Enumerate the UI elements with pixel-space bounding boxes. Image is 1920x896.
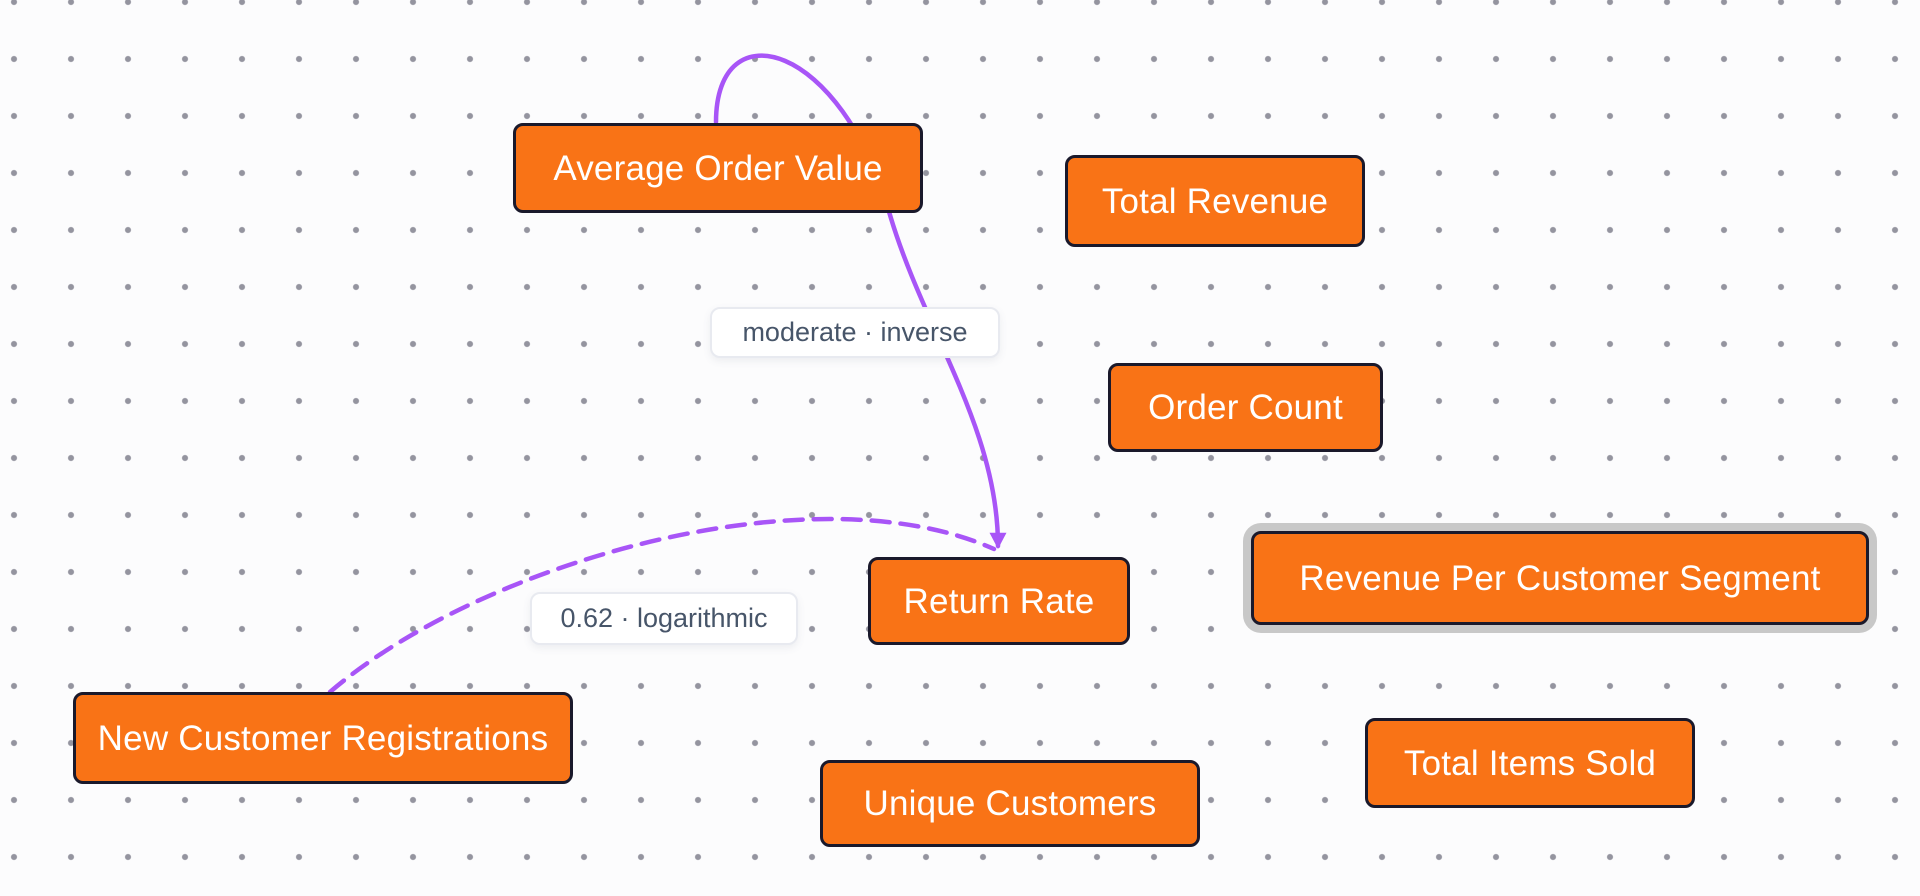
node-label: Total Items Sold bbox=[1403, 743, 1657, 783]
node-label: Unique Customers bbox=[863, 784, 1157, 823]
edge-aov-to-return-rate[interactable] bbox=[713, 53, 1007, 549]
node-label: Revenue Per Customer Segment bbox=[1299, 558, 1821, 598]
edge-ncr-to-return-rate[interactable] bbox=[327, 516, 997, 695]
node-total-revenue[interactable]: Total Revenue bbox=[1065, 155, 1365, 247]
node-new-customer-registrations[interactable]: New Customer Registrations bbox=[73, 692, 573, 784]
node-label: Average Order Value bbox=[553, 148, 883, 188]
node-revenue-per-customer-segment[interactable]: Revenue Per Customer Segment bbox=[1251, 531, 1869, 625]
node-unique-customers[interactable]: Unique Customers bbox=[820, 760, 1200, 847]
node-order-count[interactable]: Order Count bbox=[1108, 363, 1383, 452]
edge-label-ncr-to-return-rate[interactable]: 0.62 · logarithmic bbox=[530, 592, 798, 645]
edge-label-aov-to-return-rate[interactable]: moderate · inverse bbox=[710, 307, 1000, 358]
node-label: Total Revenue bbox=[1101, 181, 1329, 221]
node-label: Order Count bbox=[1148, 388, 1343, 427]
node-return-rate[interactable]: Return Rate bbox=[868, 557, 1130, 645]
node-total-items-sold[interactable]: Total Items Sold bbox=[1365, 718, 1695, 808]
node-label: Return Rate bbox=[903, 581, 1095, 621]
node-average-order-value[interactable]: Average Order Value bbox=[513, 123, 923, 213]
node-label: New Customer Registrations bbox=[97, 718, 549, 758]
